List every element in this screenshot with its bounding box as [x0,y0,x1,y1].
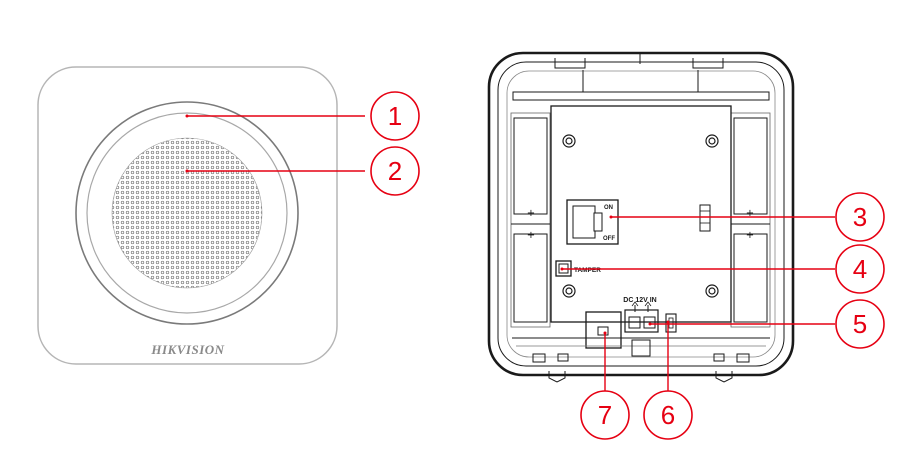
dc-power-terminal [624,301,659,333]
brand-logo: HIKVISION [150,342,224,357]
callout-4: 4 [835,244,885,294]
tamper-label: TAMPER [574,267,601,274]
center-plate [550,105,732,323]
callout-2: 2 [370,146,420,196]
battery-bay-left: + + [510,112,551,328]
svg-text:+: + [527,230,535,241]
switch-on-label: ON [604,205,613,211]
callout-7: 7 [580,390,630,440]
svg-text:+: + [527,208,535,219]
speaker-grille [112,138,262,288]
power-switch [566,199,619,245]
svg-text:3: 3 [853,202,867,232]
side-connector [699,204,711,232]
front-view: HIKVISION [37,66,338,365]
callout-3: 3 [835,192,885,242]
switch-off-label: OFF [603,236,615,242]
svg-text:5: 5 [853,309,867,339]
svg-text:+: + [746,208,754,219]
rear-housing [487,51,795,377]
battery-bay-right: + + [730,112,771,328]
svg-text:7: 7 [598,400,612,430]
svg-text:+: + [746,230,754,241]
callout-1: 1 [370,91,420,141]
rear-view: + + + + ON OFF [487,51,795,383]
callout-leaders [187,115,835,391]
callout-dots [185,114,670,335]
power-label: DC 12V IN [623,297,656,304]
svg-text:6: 6 [661,400,675,430]
svg-text:2: 2 [388,156,402,186]
svg-text:1: 1 [388,101,402,131]
callout-6: 6 [643,390,693,440]
callout-5: 5 [835,299,885,349]
screw-holes [562,134,719,298]
svg-text:4: 4 [853,254,867,284]
speaker-connector [585,311,622,349]
